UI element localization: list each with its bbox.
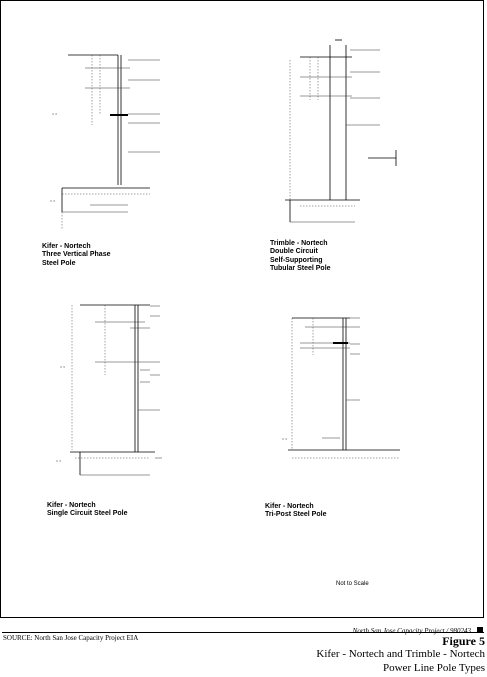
footer-rule (2, 632, 484, 633)
svg-text:= =: = = (282, 437, 287, 441)
kifer-three-phase-drawing: = = = = (50, 54, 160, 230)
figure-title-line-2: Power Line Pole Types (383, 662, 485, 674)
figure-frame (0, 0, 484, 618)
caption-kifer-tri-post: Kifer - Nortech Tri-Post Steel Pole (265, 503, 327, 519)
svg-text:= =: = = (56, 459, 61, 463)
svg-text:= =: = = (50, 199, 55, 203)
source-note: SOURCE: North San Jose Capacity Project … (3, 634, 139, 642)
figure-number: Figure 5 (442, 634, 485, 648)
kifer-tripost-drawing: = = (282, 317, 400, 459)
pole-diagrams: = = = = (50, 39, 400, 476)
caption-trimble-double-circuit: Trimble - Nortech Double Circuit Self-Su… (270, 240, 331, 273)
scale-note: Not to Scale (336, 581, 369, 587)
figure-title-line-1: Kifer - Nortech and Trimble - Nortech (316, 648, 485, 660)
trimble-double-circuit-drawing (285, 39, 397, 223)
svg-text:= =: = = (52, 112, 57, 116)
caption-kifer-single-circuit: Kifer - Nortech Single Circuit Steel Pol… (47, 502, 128, 518)
kifer-single-circuit-drawing: = = = = (56, 304, 162, 476)
svg-text:= =: = = (60, 365, 65, 369)
project-label: North San Jose Capacity Project / 980243 (352, 627, 471, 635)
caption-kifer-three-phase: Kifer - Nortech Three Vertical Phase Ste… (42, 243, 111, 267)
square-marker (477, 627, 483, 633)
